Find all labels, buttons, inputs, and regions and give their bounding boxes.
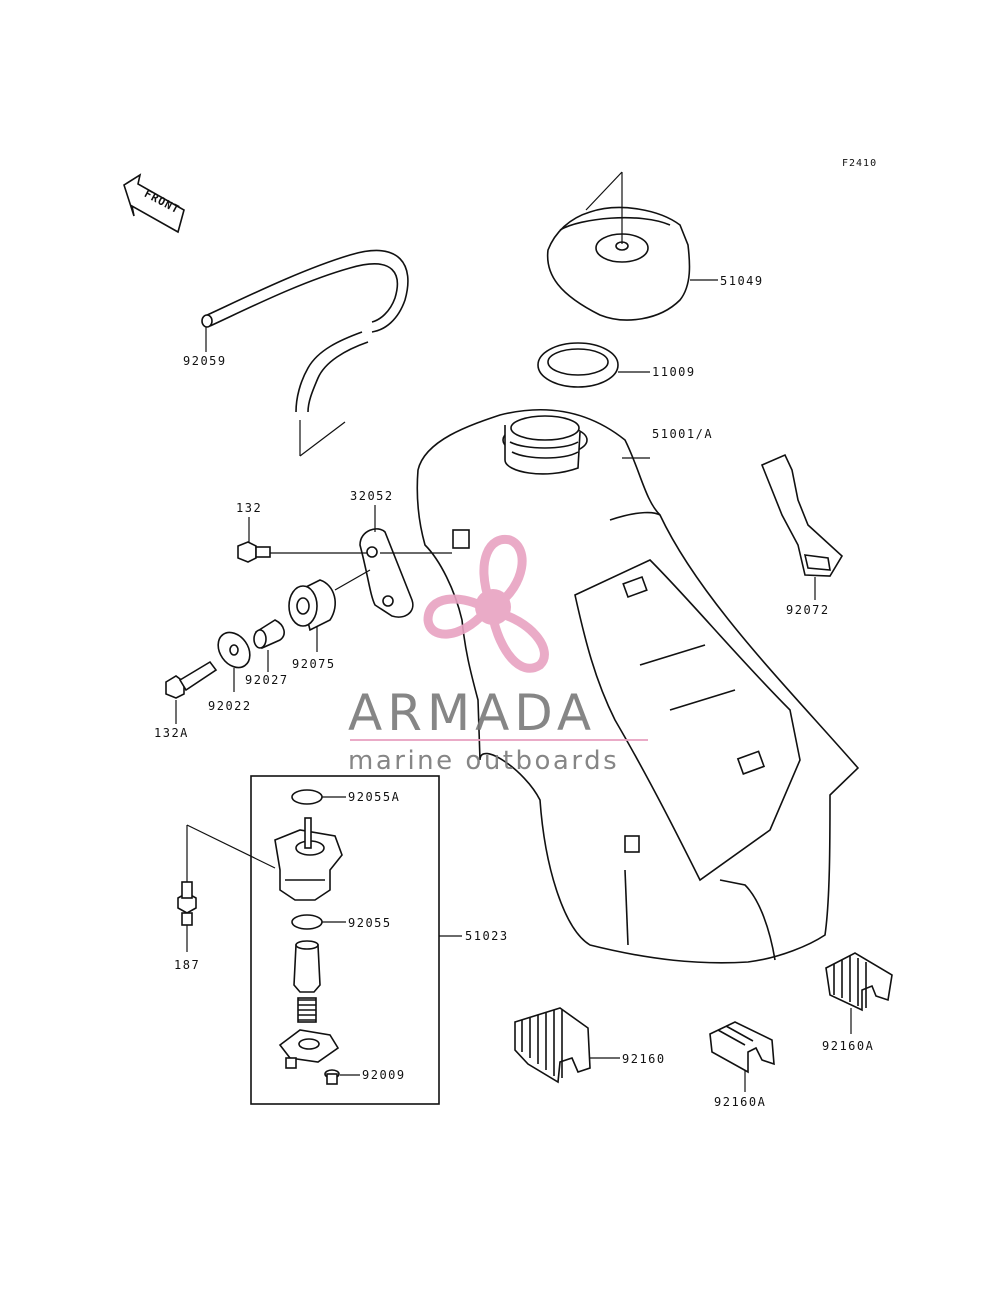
label-bracket: 32052 bbox=[350, 489, 394, 503]
rubber-damper bbox=[288, 579, 336, 652]
label-pad: 92160 bbox=[622, 1052, 666, 1066]
label-oring-a: 92055A bbox=[348, 790, 400, 804]
cock-screw bbox=[324, 1069, 360, 1085]
washer bbox=[217, 631, 251, 692]
rubber-pad bbox=[514, 1007, 620, 1084]
rubber-pad-a-middle bbox=[709, 1021, 775, 1092]
label-hose: 92059 bbox=[183, 354, 227, 368]
diagram-code: F2410 bbox=[842, 158, 877, 169]
label-pad-a-right: 92160A bbox=[822, 1039, 874, 1053]
cock-bolt bbox=[177, 881, 197, 952]
fuel-hose bbox=[201, 249, 409, 457]
tank-strap bbox=[760, 453, 844, 600]
fuel-cap bbox=[546, 171, 718, 321]
label-strap: 92072 bbox=[786, 603, 830, 617]
armada-logo: ARMADA marine outboards bbox=[348, 534, 648, 776]
fuel-cock-box bbox=[250, 775, 440, 1105]
label-collar: 92027 bbox=[245, 673, 289, 687]
label-oring: 92055 bbox=[348, 916, 392, 930]
collar bbox=[253, 619, 285, 672]
label-washer: 92022 bbox=[208, 699, 252, 713]
cock-spring bbox=[297, 997, 317, 1023]
cock-base bbox=[278, 1029, 340, 1069]
label-screw: 92009 bbox=[362, 1068, 406, 1082]
label-gasket: 11009 bbox=[652, 365, 696, 379]
fuel-cock-body bbox=[186, 817, 343, 901]
watermark-tagline: marine outboards bbox=[348, 746, 619, 776]
label-bolt-lower: 132A bbox=[154, 726, 189, 740]
label-bolt-upper: 132 bbox=[236, 501, 262, 515]
watermark-brand: ARMADA bbox=[348, 684, 596, 742]
label-damper: 92075 bbox=[292, 657, 336, 671]
bolt-upper bbox=[237, 517, 271, 563]
front-arrow-icon: FRONT bbox=[123, 173, 185, 234]
label-cap: 51049 bbox=[720, 274, 764, 288]
label-cock: 51023 bbox=[465, 929, 509, 943]
o-ring-upper bbox=[291, 789, 346, 805]
cap-gasket bbox=[537, 342, 650, 388]
label-bolt-cock: 187 bbox=[174, 958, 200, 972]
cock-filter bbox=[293, 940, 321, 993]
label-pad-a-middle: 92160A bbox=[714, 1095, 766, 1109]
o-ring-lower bbox=[291, 914, 346, 930]
bolt-lower bbox=[165, 660, 218, 724]
mounting-bracket bbox=[260, 505, 452, 618]
rubber-pad-a-right bbox=[825, 952, 893, 1034]
label-tank: 51001/A bbox=[652, 427, 713, 441]
fuel-tank bbox=[416, 408, 860, 964]
